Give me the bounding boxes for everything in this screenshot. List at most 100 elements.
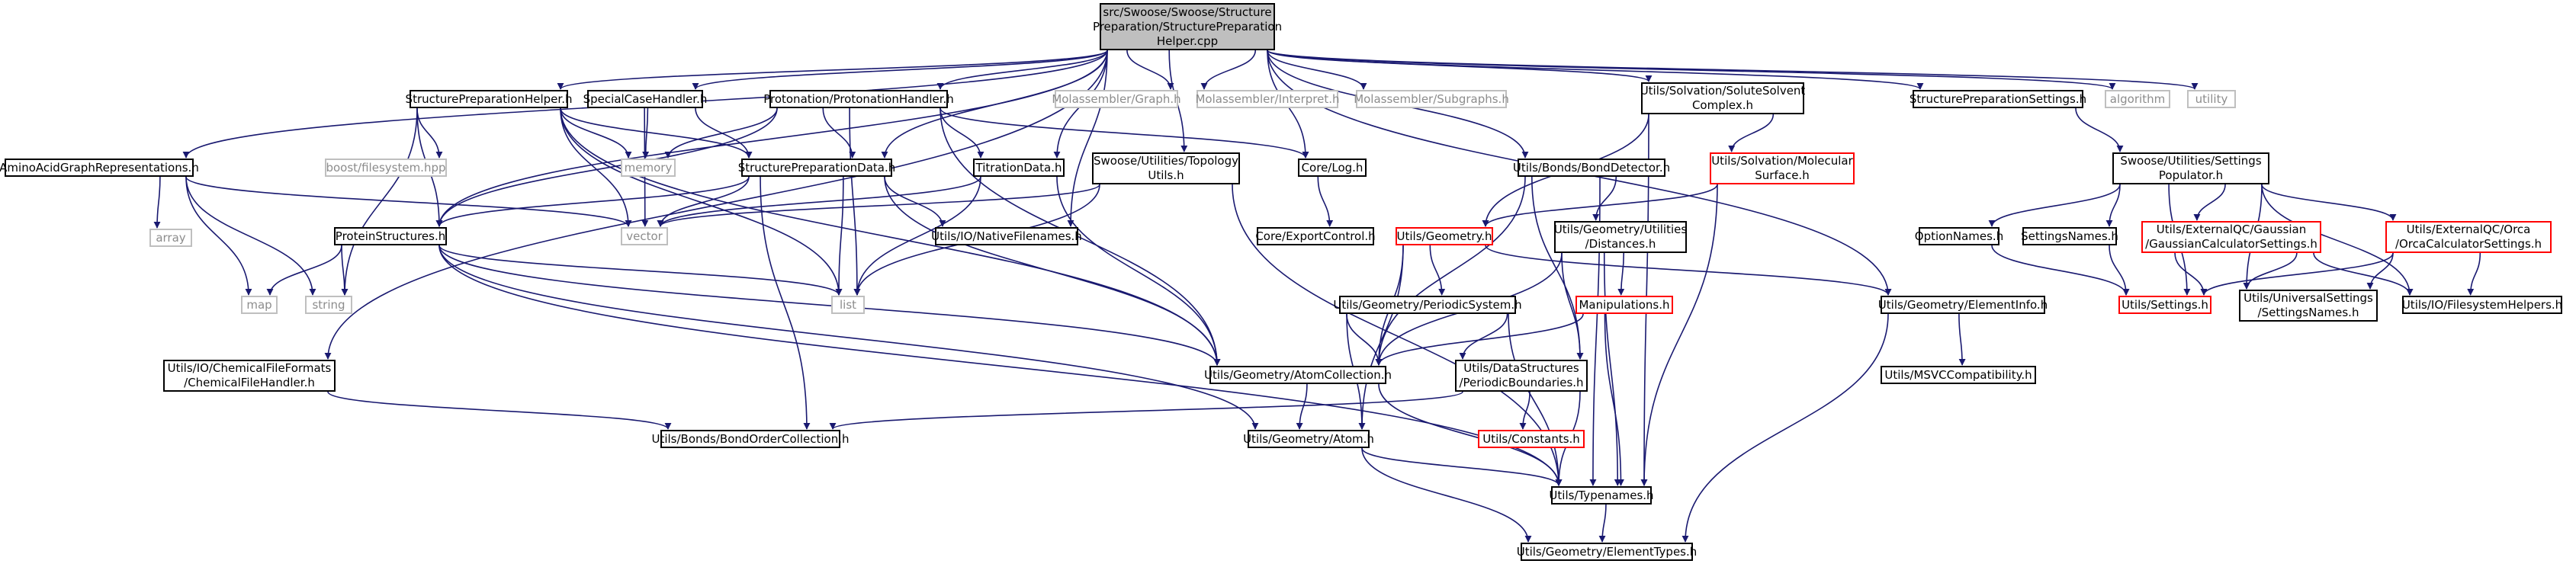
node-chemical-file-handler[interactable]: Utils/IO/ChemicalFileFormats /ChemicalFi…: [163, 360, 336, 392]
node-label: SpecialCaseHandler.h: [583, 91, 708, 106]
node-bond-detector[interactable]: Utils/Bonds/BondDetector.h: [1513, 159, 1670, 177]
node-utility[interactable]: utility: [2187, 90, 2236, 108]
node-vector[interactable]: vector: [621, 227, 668, 245]
node-core-log[interactable]: Core/Log.h: [1298, 159, 1367, 177]
node-label: Complex.h: [1691, 98, 1754, 112]
dependency-edge: [760, 176, 811, 430]
dependency-edge: [657, 176, 981, 227]
node-label: AminoAcidGraphRepresentations.h: [0, 160, 199, 175]
dependency-edge: [829, 391, 1463, 430]
node-map[interactable]: map: [241, 296, 278, 314]
dependency-edge: [1482, 184, 1718, 227]
node-molassembler-graph[interactable]: Molassembler/Graph.h: [1052, 90, 1181, 108]
dependency-edge: [940, 107, 1221, 366]
node-label: Swoose/Utilities/Topology: [1094, 154, 1238, 168]
dependency-edge: [1361, 447, 1532, 543]
dependency-edge: [2366, 252, 2394, 290]
dependency-edge: [692, 50, 1108, 90]
dependency-edge: [2200, 252, 2394, 296]
dependency-edge: [1988, 184, 2121, 227]
node-molassembler-interpret[interactable]: Molassembler/Interpret.h: [1195, 90, 1340, 108]
node-topology-utils[interactable]: Swoose/Utilities/Topology Utils.h: [1092, 152, 1240, 184]
node-protonation-handler[interactable]: Protonation/ProtonationHandler.h: [763, 90, 954, 108]
node-option-names[interactable]: OptionNames.h: [1915, 227, 2003, 245]
node-label: boost/filesystem.hpp: [326, 160, 446, 175]
node-protein-structures[interactable]: ProteinStructures.h: [334, 227, 447, 245]
dependency-edge: [557, 50, 1108, 90]
dependency-edge: [2174, 252, 2208, 296]
node-label: array: [156, 230, 186, 245]
node-solute-solvent-complex[interactable]: Utils/Solvation/SoluteSolvent Complex.h: [1640, 82, 1805, 114]
node-settings-names[interactable]: SettingsNames.h: [2021, 227, 2118, 245]
node-algorithm[interactable]: algorithm: [2105, 90, 2170, 108]
dependency-edge: [657, 184, 1100, 227]
dependency-edge: [940, 107, 1309, 159]
node-label: Molassembler/Interpret.h: [1195, 91, 1340, 106]
node-element-info[interactable]: Utils/Geometry/ElementInfo.h: [1877, 296, 2048, 314]
dependency-edge: [560, 107, 843, 296]
node-string[interactable]: string: [305, 296, 352, 314]
node-utils-settings[interactable]: Utils/Settings.h: [2118, 296, 2211, 314]
node-periodic-boundaries[interactable]: Utils/DataStructures /PeriodicBoundaries…: [1455, 360, 1588, 392]
node-orca-calculator-settings[interactable]: Utils/ExternalQC/Orca /OrcaCalculatorSet…: [2385, 221, 2552, 253]
node-msvc-compatibility[interactable]: Utils/MSVCCompatibility.h: [1881, 366, 2036, 384]
node-structure-preparation-helper[interactable]: StructurePreparationHelper.h: [406, 90, 572, 108]
dependency-edge: [1056, 176, 1221, 366]
node-special-case-handler[interactable]: SpecialCaseHandler.h: [583, 90, 707, 108]
dependency-edge: [438, 245, 1221, 366]
dependency-edge: [853, 176, 981, 296]
node-label: Utils/Geometry/ElementInfo.h: [1877, 297, 2048, 312]
node-boost-filesystem[interactable]: boost/filesystem.hpp: [325, 159, 447, 177]
node-list[interactable]: list: [831, 296, 865, 314]
node-bond-order-collection[interactable]: Utils/Bonds/BondOrderCollection.h: [651, 430, 850, 448]
node-label: Utils/Geometry/Utilities: [1553, 223, 1688, 236]
node-label: Utils/Geometry/AtomCollection.h: [1203, 367, 1392, 382]
node-settings-populator[interactable]: Swoose/Utilities/Settings Populator.h: [2112, 152, 2269, 184]
node-label: StructurePreparationHelper.h: [405, 91, 573, 106]
node-structure-preparation-data[interactable]: StructurePreparationData.h: [738, 159, 895, 177]
dependency-edge: [936, 50, 1108, 90]
node-utils-typenames[interactable]: Utils/Typenames.h: [1549, 486, 1654, 505]
dependency-edge: [884, 176, 946, 227]
dependency-edge: [1375, 176, 1526, 366]
node-utils-atom[interactable]: Utils/Geometry/Atom.h: [1243, 430, 1374, 448]
node-label: string: [312, 297, 345, 312]
node-memory[interactable]: memory: [621, 159, 676, 177]
node-root-line: Helper.cpp: [1156, 34, 1219, 48]
node-core-export-control[interactable]: Core/ExportControl.h: [1255, 227, 1376, 245]
node-label: Utils/MSVCCompatibility.h: [1884, 367, 2032, 382]
node-element-types[interactable]: Utils/Geometry/ElementTypes.h: [1517, 543, 1697, 561]
node-label: utility: [2195, 91, 2228, 106]
dependency-edge: [341, 245, 348, 296]
dependency-edge: [884, 176, 1221, 366]
node-gaussian-calculator-settings[interactable]: Utils/ExternalQC/Gaussian /GaussianCalcu…: [2141, 221, 2321, 253]
node-manipulations[interactable]: Manipulations.h: [1575, 296, 1673, 314]
dependency-edge: [341, 107, 418, 296]
node-label: Utils/IO/FilesystemHelpers.h: [2401, 297, 2563, 312]
dependency-edge: [1519, 391, 1531, 430]
node-array[interactable]: array: [149, 229, 192, 247]
dependency-edge: [1640, 184, 1718, 486]
node-titration-data[interactable]: TitrationData.h: [973, 159, 1065, 177]
node-filesystem-helpers[interactable]: Utils/IO/FilesystemHelpers.h: [2402, 296, 2562, 314]
node-utils-constants[interactable]: Utils/Constants.h: [1478, 430, 1585, 448]
node-label: Utils/IO/NativeFilenames.h: [931, 229, 1082, 243]
node-distances[interactable]: Utils/Geometry/Utilities /Distances.h: [1554, 221, 1687, 253]
dependency-edge: [560, 107, 632, 227]
node-molassembler-subgraphs[interactable]: Molassembler/Subgraphs.h: [1354, 90, 1509, 108]
dependency-edge: [849, 107, 861, 296]
node-universal-settings-names[interactable]: Utils/UniversalSettings /SettingsNames.h: [2239, 290, 2378, 322]
node-root[interactable]: src/Swoose/Swoose/Structure Preparation/…: [1093, 3, 1282, 50]
dependency-edge: [1604, 313, 1624, 486]
dependency-edge: [2109, 245, 2130, 296]
node-label: Utils/Settings.h: [2122, 297, 2208, 312]
node-atom-collection[interactable]: Utils/Geometry/AtomCollection.h: [1204, 366, 1392, 384]
node-structure-preparation-settings[interactable]: StructurePreparationSettings.h: [1910, 90, 2086, 108]
node-utils-geometry[interactable]: Utils/Geometry.h: [1396, 227, 1493, 245]
dependency-edge: [185, 176, 632, 227]
node-molecular-surface[interactable]: Utils/Solvation/Molecular Surface.h: [1710, 152, 1855, 184]
node-native-filenames[interactable]: Utils/IO/NativeFilenames.h: [931, 227, 1082, 245]
node-label: Utils/DataStructures: [1463, 361, 1579, 375]
node-amino-acid-graph-representations[interactable]: AminoAcidGraphRepresentations.h: [0, 159, 199, 177]
node-periodic-system[interactable]: Utils/Geometry/PeriodicSystem.h: [1333, 296, 1522, 314]
